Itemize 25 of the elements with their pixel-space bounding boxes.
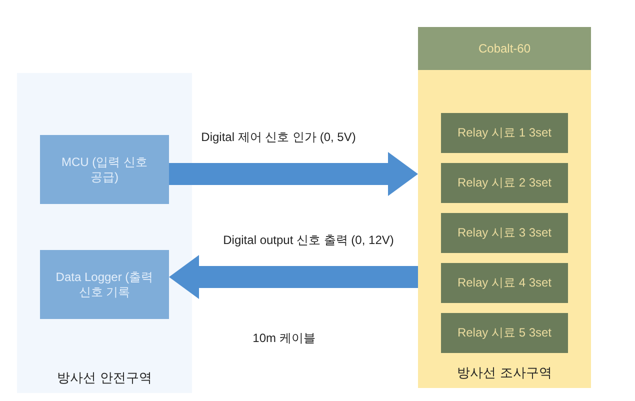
sample-box (441, 113, 568, 153)
box-label: Cobalt-60 (477, 41, 532, 56)
sample-box (441, 263, 568, 303)
box-label: MCU (입력 신호 공급) (60, 154, 148, 184)
zone-panel (17, 73, 192, 393)
sample-box (441, 213, 568, 253)
box-label: Relay 시료 1 3set (456, 126, 553, 140)
box-label: Relay 시료 3 3set (456, 226, 553, 240)
process-box (40, 135, 169, 204)
zone-panel (418, 27, 591, 388)
block-arrow (169, 152, 418, 196)
box-label: Data Logger (출력 신호 기록 (54, 270, 154, 300)
block-arrow (169, 255, 418, 299)
box-label: Relay 시료 2 3set (456, 176, 553, 190)
process-box (40, 250, 169, 319)
box-label: Relay 시료 4 3set (456, 276, 553, 290)
zone-title: 방사선 안전구역 (56, 370, 153, 385)
edge-label: Digital 제어 신호 인가 (0, 5V) (199, 129, 358, 146)
note-text: 10m 케이블 (250, 330, 318, 347)
sample-box (441, 163, 568, 203)
box-label: Relay 시료 5 3set (456, 326, 553, 340)
edge-label: Digital output 신호 출력 (0, 12V) (221, 232, 396, 249)
sample-box (441, 313, 568, 353)
header-band (418, 27, 591, 70)
zone-title: 방사선 조사구역 (456, 365, 553, 380)
